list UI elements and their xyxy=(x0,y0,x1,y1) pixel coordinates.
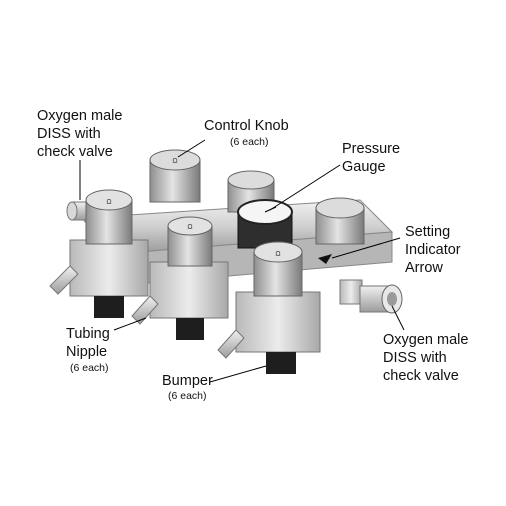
valve-front-middle: Ω xyxy=(131,216,229,340)
leader-bumper xyxy=(209,365,267,383)
control-knob-back-right xyxy=(315,197,365,245)
label-control-knob-count: (6 each) xyxy=(230,136,269,148)
label-setting-indicator: Setting Indicator Arrow xyxy=(405,224,461,276)
svg-text:Ω: Ω xyxy=(172,158,177,165)
leader-pressure-gauge xyxy=(269,164,341,211)
leader-oxygen-right xyxy=(391,305,405,331)
valve-front-right: Ω xyxy=(217,241,321,374)
leader-lines xyxy=(79,139,405,383)
label-control-knob: Control Knob xyxy=(204,118,289,134)
label-bumper: Bumper xyxy=(162,373,213,389)
svg-text:Ω: Ω xyxy=(187,224,192,231)
svg-text:Ω: Ω xyxy=(106,199,111,206)
valve-front-left: Ω xyxy=(49,189,149,318)
leader-tubing-nipple xyxy=(113,317,147,331)
control-knob-back-left: Ω xyxy=(149,149,201,203)
svg-text:Ω: Ω xyxy=(275,251,280,258)
label-oxygen-bottom-right: Oxygen male DISS with check valve xyxy=(383,332,469,384)
leader-control-knob xyxy=(177,139,206,158)
label-tubing-nipple-count: (6 each) xyxy=(70,362,109,374)
pressure-gauge xyxy=(237,199,293,249)
label-oxygen-top-left: Oxygen male DISS with check valve xyxy=(37,108,123,160)
label-tubing-nipple: Tubing Nipple xyxy=(66,326,110,360)
oxygen-diss-fitting-right xyxy=(339,279,403,314)
leader-setting-indicator xyxy=(331,237,401,259)
label-bumper-count: (6 each) xyxy=(168,390,207,402)
label-pressure-gauge: Pressure Gauge xyxy=(342,141,401,175)
setting-indicator-arrow xyxy=(318,254,332,264)
